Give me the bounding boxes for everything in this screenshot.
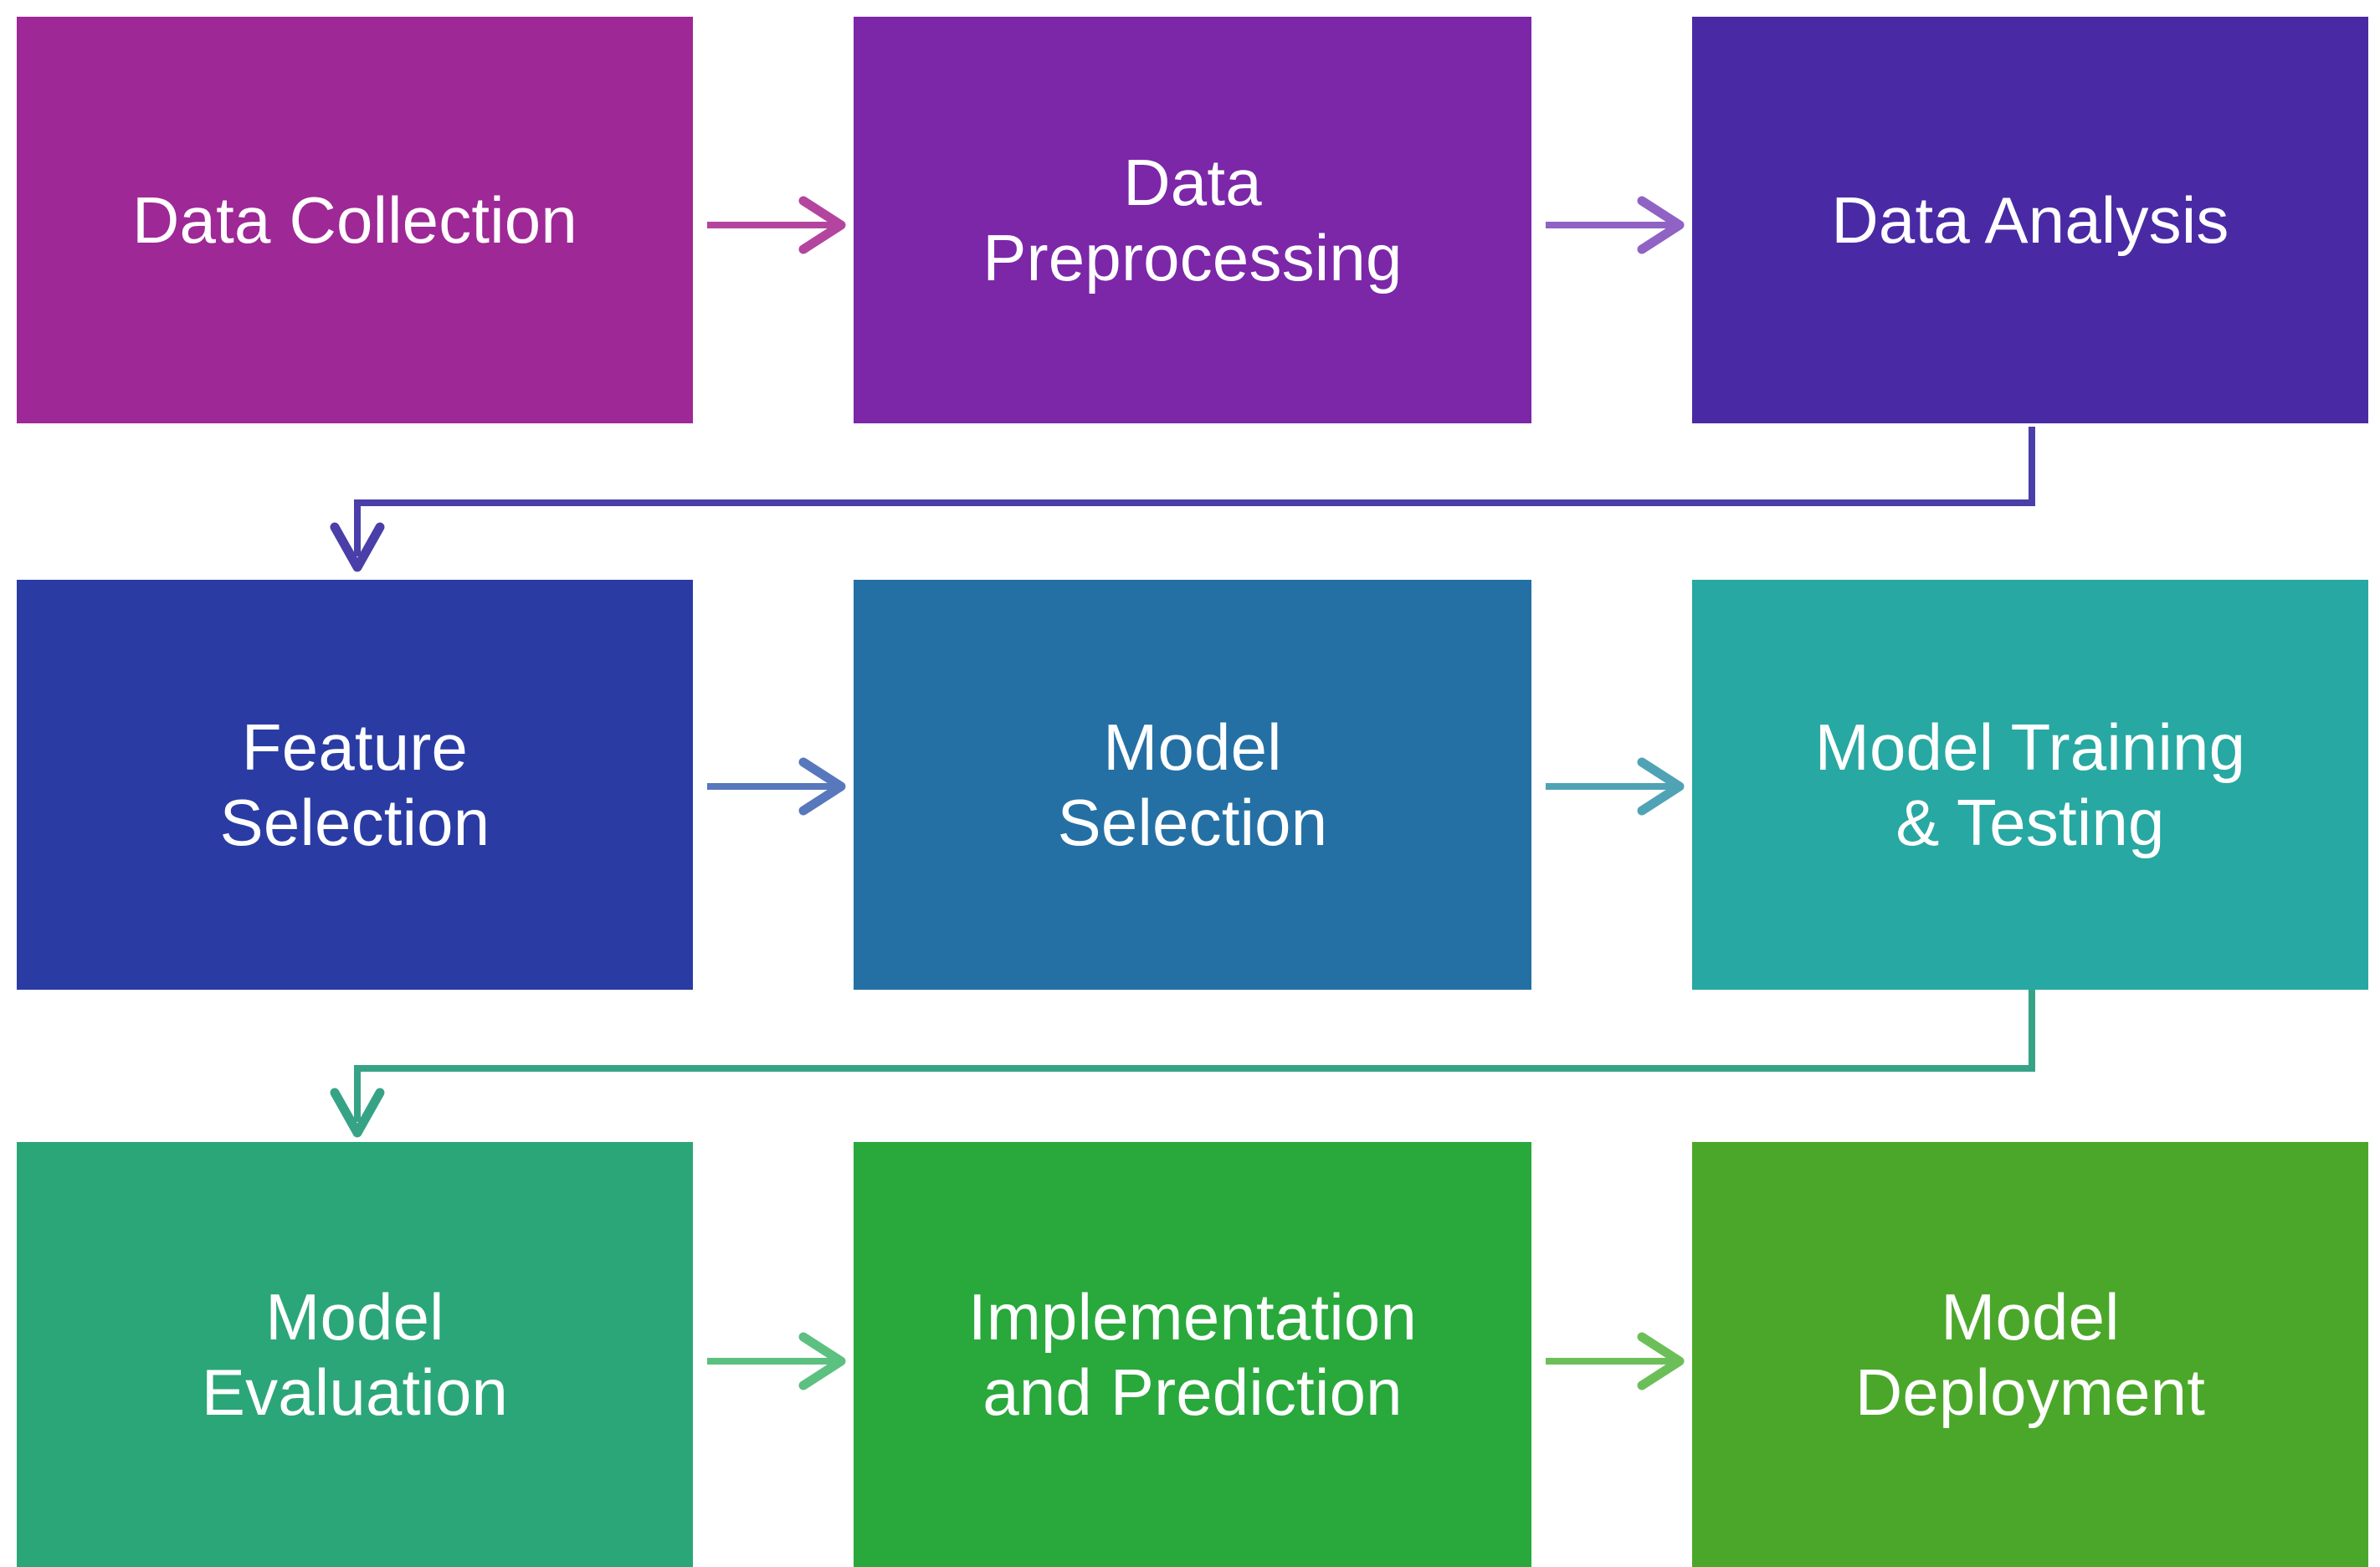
node-label: Data Collection xyxy=(132,182,577,257)
node-label: Model Evaluation xyxy=(201,1279,509,1429)
node-label: Model Training & Testing xyxy=(1814,709,2246,859)
node-model-evaluation[interactable]: Model Evaluation xyxy=(17,1142,693,1567)
node-label: Model Deployment xyxy=(1854,1279,2206,1429)
node-data-preprocessing[interactable]: Data Preprocessing xyxy=(854,17,1531,423)
node-label: Data Preprocessing xyxy=(982,145,1403,294)
arrow-collection-to-preprocessing xyxy=(707,196,846,254)
node-model-deployment[interactable]: Model Deployment xyxy=(1692,1142,2368,1567)
arrow-feature-selection-to-model-selection xyxy=(707,757,846,816)
node-feature-selection[interactable]: Feature Selection xyxy=(17,580,693,990)
node-data-collection[interactable]: Data Collection xyxy=(17,17,693,423)
node-data-analysis[interactable]: Data Analysis xyxy=(1692,17,2368,423)
node-model-selection[interactable]: Model Selection xyxy=(854,580,1531,990)
node-label: Model Selection xyxy=(1057,709,1328,859)
arrow-analysis-to-feature-selection xyxy=(330,427,2035,572)
node-model-training-testing[interactable]: Model Training & Testing xyxy=(1692,580,2368,990)
arrow-model-evaluation-to-implementation xyxy=(707,1332,846,1390)
arrow-model-selection-to-model-training xyxy=(1546,757,1685,816)
node-label: Implementation and Prediction xyxy=(967,1279,1418,1429)
arrow-preprocessing-to-analysis xyxy=(1546,196,1685,254)
node-label: Data Analysis xyxy=(1831,182,2229,257)
node-label: Feature Selection xyxy=(219,709,490,859)
node-implementation-and-prediction[interactable]: Implementation and Prediction xyxy=(854,1142,1531,1567)
arrow-model-training-to-model-evaluation xyxy=(330,990,2035,1138)
arrow-implementation-to-model-deployment xyxy=(1546,1332,1685,1390)
